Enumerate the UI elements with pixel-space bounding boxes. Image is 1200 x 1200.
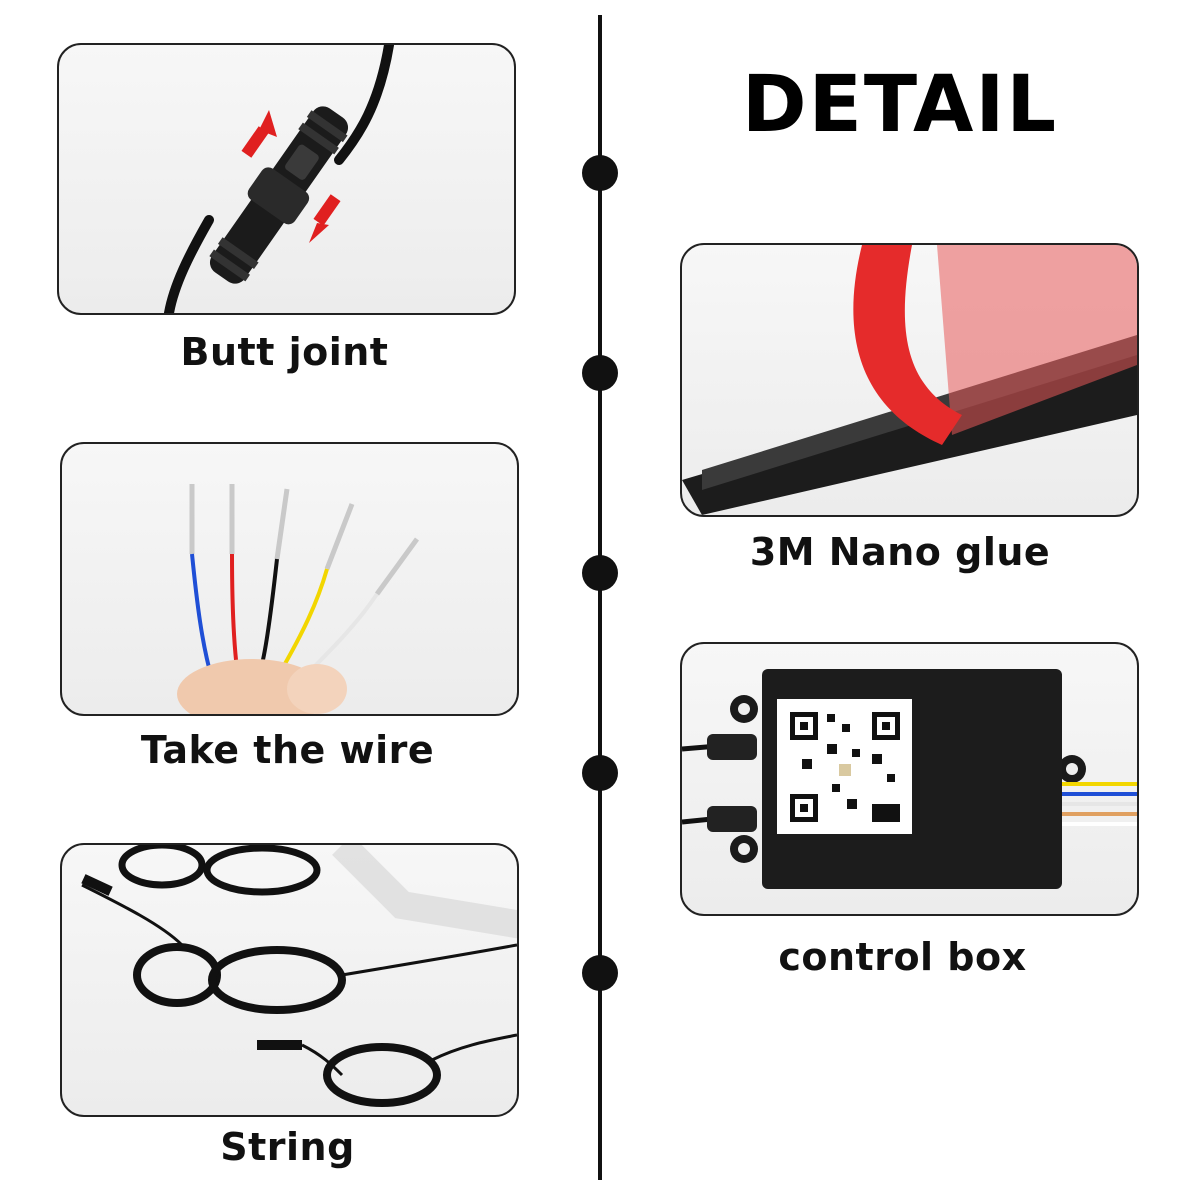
butt-joint-image: [57, 43, 516, 315]
timeline-dot-3: [582, 555, 618, 591]
nano-glue-image: [680, 243, 1139, 517]
arrow-down-icon: [309, 194, 341, 243]
timeline-dot-4: [582, 755, 618, 791]
page-title: DETAIL: [741, 60, 1059, 150]
caption-string: String: [220, 1125, 355, 1169]
timeline-dot-5: [582, 955, 618, 991]
tape-illustration: [682, 245, 1137, 515]
timeline-dot-2: [582, 355, 618, 391]
timeline-dot-1: [582, 155, 618, 191]
string-image: [60, 843, 519, 1117]
caption-butt-joint: Butt joint: [180, 330, 389, 374]
control-box-illustration: [682, 669, 1137, 889]
qr-code-icon: [777, 699, 912, 834]
connector-illustration: [164, 45, 394, 313]
take-the-wire-image: [60, 442, 519, 716]
caption-control-box: control box: [778, 935, 1027, 979]
control-box-image: [680, 642, 1139, 916]
caption-take-the-wire: Take the wire: [140, 728, 435, 772]
arrow-up-icon: [241, 110, 277, 158]
timeline-line: [598, 15, 602, 1180]
caption-nano-glue: 3M Nano glue: [749, 530, 1051, 574]
string-illustration: [81, 845, 517, 1107]
wires-illustration: [177, 484, 420, 714]
